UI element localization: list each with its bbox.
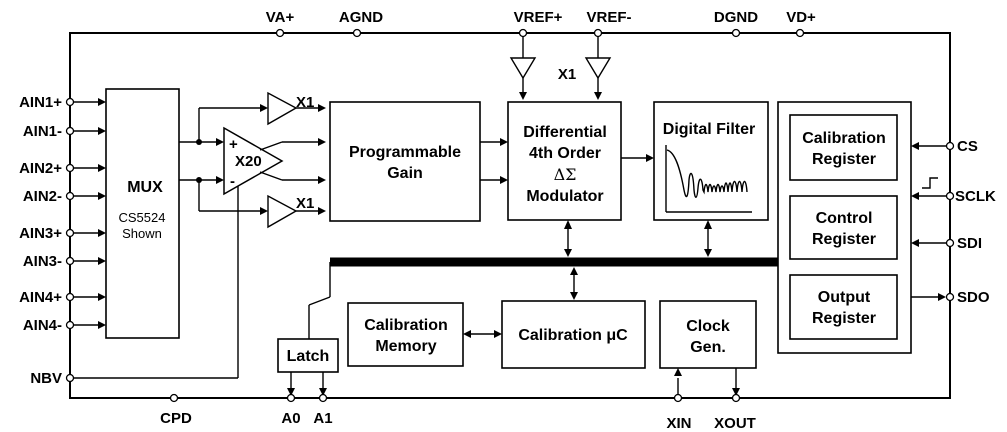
va-plus-label: VA+ bbox=[266, 9, 295, 26]
ain2-minus-label: AIN2- bbox=[23, 188, 62, 205]
sdi-label: SDI bbox=[957, 235, 982, 252]
latch-label: Latch bbox=[287, 348, 330, 365]
right-pins: CS SCLK SDI SDO bbox=[911, 138, 996, 306]
a1-label: A1 bbox=[313, 410, 332, 427]
digital-filter-label: Digital Filter bbox=[663, 121, 755, 138]
cal-reg-label-2: Register bbox=[812, 151, 876, 168]
chip-outline bbox=[69, 32, 951, 399]
mod-label-1: Differential bbox=[523, 124, 607, 141]
left-pins: AIN1+ AIN1- AIN2+ AIN2- AIN3+ AIN3- AIN4… bbox=[19, 94, 106, 387]
control-register-block bbox=[789, 195, 898, 260]
bus-arrows bbox=[564, 220, 712, 300]
modulator-block bbox=[507, 101, 622, 221]
clock-label-2: Gen. bbox=[690, 339, 726, 356]
sclk-label: SCLK bbox=[955, 188, 996, 205]
programmable-gain-block bbox=[329, 101, 481, 222]
vd-plus-label: VD+ bbox=[786, 9, 816, 26]
filter-response-icon bbox=[665, 145, 752, 213]
va-plus-pin bbox=[275, 28, 285, 38]
mux-label: MUX bbox=[127, 179, 163, 196]
x20-amplifier bbox=[223, 126, 284, 196]
xout-label: XOUT bbox=[714, 415, 756, 432]
clock-gen-block bbox=[659, 300, 757, 369]
cal-mem-label-1: Calibration bbox=[364, 317, 448, 334]
x1-top-buffer bbox=[267, 91, 298, 126]
vref-buffer-gain: X1 bbox=[558, 66, 576, 83]
agnd-label: AGND bbox=[339, 9, 383, 26]
cal-mem-label-2: Memory bbox=[375, 338, 436, 355]
pga-label-2: Gain bbox=[387, 165, 423, 182]
pga-label-1: Programmable bbox=[349, 144, 461, 161]
vd-plus-pin bbox=[795, 28, 805, 38]
mod-label-3: ΔΣ bbox=[554, 165, 577, 184]
bottom-pins: CPD A0 A1 XIN XOUT bbox=[160, 393, 756, 432]
mux-note-2: Shown bbox=[122, 226, 162, 241]
ain1-plus-label: AIN1+ bbox=[19, 94, 62, 111]
x1-bottom-buffer bbox=[267, 194, 298, 229]
ctrl-reg-label-1: Control bbox=[816, 210, 873, 227]
clock-edge-icon bbox=[922, 177, 938, 189]
ain4-minus-label: AIN4- bbox=[23, 317, 62, 334]
vref-minus-label: VREF- bbox=[587, 9, 632, 26]
cal-reg-label-1: Calibration bbox=[802, 130, 886, 147]
out-reg-label-2: Register bbox=[812, 310, 876, 327]
output-register-block bbox=[789, 274, 898, 340]
x20-minus: - bbox=[230, 173, 235, 190]
x20-label: X20 bbox=[235, 153, 262, 170]
vref-minus-buffer bbox=[584, 57, 612, 80]
calibration-register-block bbox=[789, 114, 898, 181]
agnd-pin bbox=[352, 28, 362, 38]
cal-uc-label: Calibration μC bbox=[518, 327, 628, 344]
ain4-plus-label: AIN4+ bbox=[19, 289, 62, 306]
ctrl-reg-label-2: Register bbox=[812, 231, 876, 248]
top-pins: VA+ AGND VREF+ VREF- DGND VD+ bbox=[266, 9, 816, 38]
sdo-label: SDO bbox=[957, 289, 990, 306]
mod-label-2: 4th Order bbox=[529, 145, 601, 162]
digital-filter-block bbox=[653, 101, 769, 221]
vref-minus-pin bbox=[593, 28, 603, 38]
clock-label-1: Clock bbox=[686, 318, 730, 335]
ain3-plus-label: AIN3+ bbox=[19, 225, 62, 242]
vref-plus-label: VREF+ bbox=[514, 9, 563, 26]
vref-plus-pin bbox=[518, 28, 528, 38]
latch-block bbox=[277, 338, 339, 373]
cpd-label: CPD bbox=[160, 410, 192, 427]
calibration-memory-block bbox=[347, 302, 464, 367]
ain1-minus-label: AIN1- bbox=[23, 123, 62, 140]
a0-label: A0 bbox=[281, 410, 300, 427]
ain2-plus-label: AIN2+ bbox=[19, 160, 62, 177]
dgnd-label: DGND bbox=[714, 9, 758, 26]
out-reg-label-1: Output bbox=[818, 289, 871, 306]
xin-label: XIN bbox=[666, 415, 691, 432]
mod-label-4: Modulator bbox=[526, 188, 603, 205]
x20-plus: + bbox=[229, 136, 238, 153]
mux-block bbox=[105, 88, 180, 339]
x1-bottom-label: X1 bbox=[296, 195, 314, 212]
amp-wiring: X1 X1 + - X20 bbox=[74, 91, 326, 379]
calibration-uc-block bbox=[501, 300, 646, 369]
vref-plus-buffer bbox=[509, 57, 537, 80]
x1-top-label: X1 bbox=[296, 94, 314, 111]
mux-note-1: CS5524 bbox=[119, 210, 166, 225]
ain3-minus-label: AIN3- bbox=[23, 253, 62, 270]
nbv-label: NBV bbox=[30, 370, 62, 387]
vref-buffers: X1 bbox=[509, 36, 612, 100]
cs-label: CS bbox=[957, 138, 978, 155]
dgnd-pin bbox=[731, 28, 741, 38]
